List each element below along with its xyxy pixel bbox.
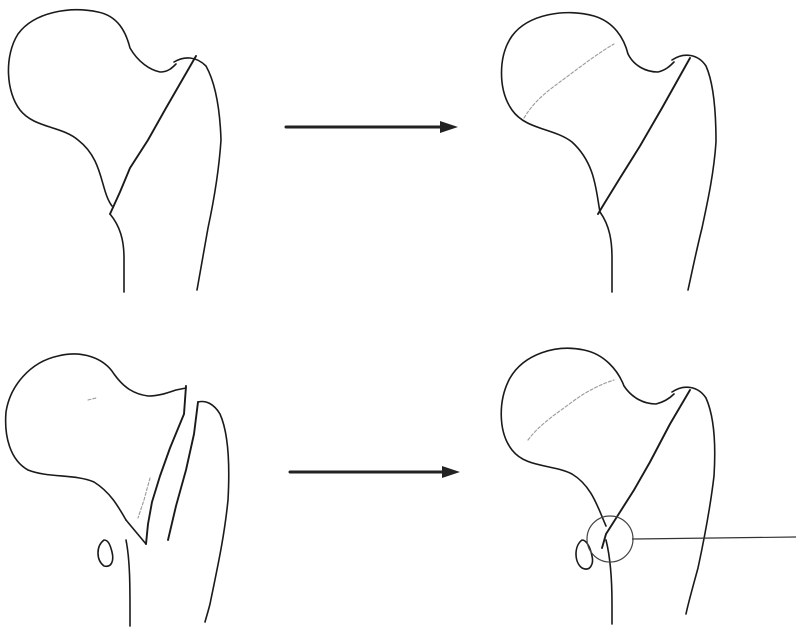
femoral-head-outline [6,354,186,520]
arrow-head-1 [440,121,458,133]
fracture-line [598,58,690,214]
callout-leader-line [632,537,796,539]
panel-bottom-right-reduced-femur [501,348,796,624]
healed-growth-line [524,44,614,118]
panel-bottom-left-displaced-femur [6,354,229,626]
greater-trochanter-outline [174,58,221,290]
femoral-head-outline [501,348,674,526]
callout-circle [587,516,633,562]
greater-trochanter-outline [198,402,229,623]
arrow-row-1 [286,121,458,133]
medial-fragment-edge [126,520,146,544]
panel-top-right-reduced-femur [502,13,717,292]
fracture-line [110,56,196,214]
medial-shaft-outline [600,212,612,292]
panel-top-left-displaced-femur [8,10,221,292]
greater-trochanter-outline [672,55,716,290]
head-hint [88,398,96,400]
proximal-fragment-edge [146,386,186,544]
medial-shaft-outline [126,540,130,626]
comminution-hint [138,478,150,518]
greater-trochanter-outline [672,387,715,614]
femoral-head-outline [8,10,176,206]
healed-growth-line [528,380,614,440]
lesser-fragment [98,540,113,566]
fracture-line [602,390,690,548]
medial-shaft-outline [606,540,612,624]
arrow-head-2 [442,466,460,478]
medial-shaft-outline [110,214,124,292]
lesser-fragment [576,540,593,569]
arrow-row-2 [290,466,460,478]
displaced-fracture-edge [168,402,198,540]
